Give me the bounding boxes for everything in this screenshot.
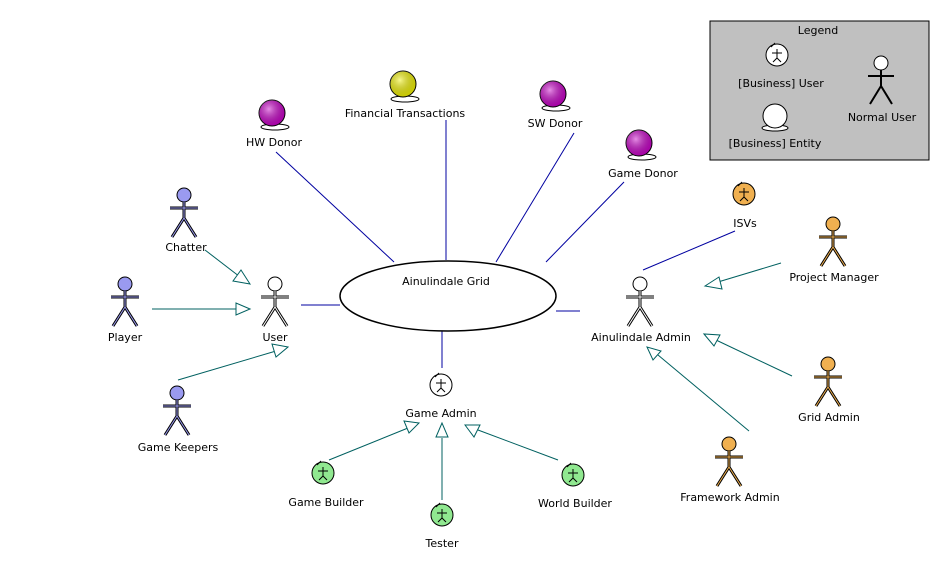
generalizations [152, 249, 793, 500]
user-actor-icon [261, 276, 289, 327]
ainulindale-grid-label: Ainulindale Grid [402, 275, 490, 288]
actor-labels: Chatter Player User Game Keepers ISVs Ai… [108, 217, 879, 550]
framework-admin-label: Framework Admin [680, 491, 779, 504]
association-sw-donor [495, 132, 575, 263]
generalization-pm-admin [717, 262, 782, 283]
grid-admin-label: Grid Admin [798, 411, 860, 424]
generalization-framework-admin [657, 354, 750, 432]
world-builder-label: World Builder [538, 497, 612, 510]
ainulindale-admin-label: Ainulindale Admin [591, 331, 691, 344]
game-builder-actor-icon [311, 460, 335, 485]
game-admin-actor-icon [429, 372, 453, 397]
isvs-label: ISVs [733, 217, 757, 230]
legend-title: Legend [798, 24, 838, 37]
generalization-worldbuilder-gameadmin [477, 429, 559, 461]
sw-donor-label: SW Donor [528, 117, 583, 130]
game-builder-label: Game Builder [288, 496, 364, 509]
business-actors [311, 181, 756, 527]
framework-admin-actor-icon [715, 436, 743, 487]
legend-business-user-icon [765, 42, 789, 67]
legend-business-entity-icon [761, 103, 789, 132]
world-builder-actor-icon [561, 462, 585, 487]
legend-normal-user-label: Normal User [848, 111, 917, 124]
game-admin-label: Game Admin [405, 407, 476, 420]
associations [275, 120, 736, 368]
hw-donor-label: HW Donor [246, 136, 303, 149]
legend-business-user-label: [Business] User [738, 77, 824, 90]
grid-admin-actor-icon [814, 356, 842, 407]
legend-box [709, 20, 930, 161]
legend-normal-user-icon [868, 55, 894, 105]
financial-transactions-label: Financial Transactions [345, 107, 466, 120]
entity-hw-donor: HW Donor [246, 99, 303, 149]
player-label: Player [108, 331, 143, 344]
game-keepers-label: Game Keepers [138, 441, 219, 454]
generalization-gamekeepers-user [177, 350, 277, 381]
project-manager-label: Project Manager [789, 271, 879, 284]
generalization-gridadmin-admin [715, 339, 793, 377]
player-actor-icon [111, 276, 139, 327]
entity-sw-donor: SW Donor [528, 80, 583, 130]
legend-business-entity-label: [Business] Entity [729, 137, 822, 150]
project-manager-actor-icon [819, 216, 847, 267]
chatter-label: Chatter [165, 241, 207, 254]
association-game-donor [545, 181, 625, 263]
association-hw-donor [275, 151, 395, 263]
user-label: User [262, 331, 288, 344]
ainulindale-grid-usecase: Ainulindale Grid [339, 260, 557, 332]
entity-game-donor: Game Donor [608, 129, 678, 180]
tester-actor-icon [430, 502, 454, 527]
generalization-gamebuilder-gameadmin [328, 427, 409, 461]
entity-financial-transactions: Financial Transactions [345, 70, 466, 120]
tester-label: Tester [425, 537, 459, 550]
association-isvs [642, 230, 736, 271]
game-keepers-actor-icon [163, 385, 191, 436]
normal-actors [111, 187, 847, 487]
game-donor-label: Game Donor [608, 167, 678, 180]
ainulindale-admin-actor-icon [626, 276, 654, 327]
chatter-actor-icon [170, 187, 198, 238]
isvs-actor-icon [732, 181, 756, 206]
legend: Legend [Business] User [Business] Entity… [709, 20, 930, 161]
